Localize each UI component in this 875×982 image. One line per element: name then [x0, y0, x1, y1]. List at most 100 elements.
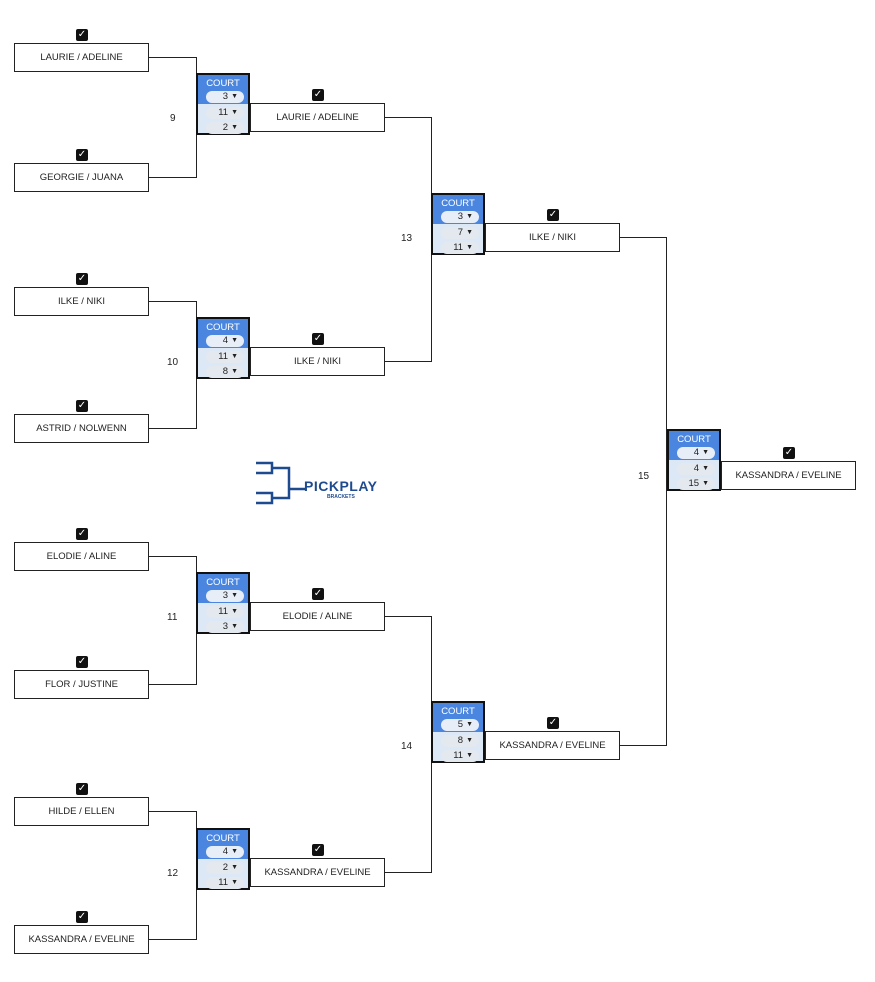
court-select-value: 4	[222, 846, 229, 857]
chevron-down-icon: ▼	[231, 353, 238, 360]
checkbox-checked-icon[interactable]: ✓	[76, 911, 88, 923]
chevron-down-icon: ▼	[466, 229, 473, 236]
chevron-down-icon: ▼	[231, 124, 238, 131]
chevron-down-icon: ▼	[702, 449, 709, 456]
score1-select[interactable]: 2▼	[206, 862, 244, 874]
court-label: COURT	[441, 198, 475, 209]
team-entry-round1[interactable]: ASTRID / NOLWENN	[14, 414, 149, 443]
match-number: 12	[167, 868, 179, 879]
court-label: COURT	[206, 577, 240, 588]
court-select[interactable]: 3▼	[441, 211, 479, 223]
score2-select-value: 11	[453, 750, 464, 761]
score1-select[interactable]: 4▼	[677, 463, 715, 475]
checkbox-checked-icon[interactable]: ✓	[547, 209, 559, 221]
score2-select-value: 11	[453, 242, 464, 253]
court-label: COURT	[206, 322, 240, 333]
court-select[interactable]: 4▼	[206, 335, 244, 347]
score2-select[interactable]: 8▼	[206, 366, 244, 378]
score2-select[interactable]: 11▼	[206, 877, 244, 889]
chevron-down-icon: ▼	[231, 848, 238, 855]
court-select[interactable]: 4▼	[206, 846, 244, 858]
team-entry-round2[interactable]: LAURIE / ADELINE	[250, 103, 385, 132]
chevron-down-icon: ▼	[702, 480, 709, 487]
team-entry-round1[interactable]: ILKE / NIKI	[14, 287, 149, 316]
team-entry-round1[interactable]: ELODIE / ALINE	[14, 542, 149, 571]
logo-subtitle: BRACKETS	[327, 494, 355, 500]
score1-select-value: 11	[218, 351, 229, 362]
match-number: 10	[167, 357, 179, 368]
checkbox-checked-icon[interactable]: ✓	[312, 333, 324, 345]
court-select[interactable]: 3▼	[206, 91, 244, 103]
match-number: 11	[167, 612, 178, 623]
team-entry-round1[interactable]: LAURIE / ADELINE	[14, 43, 149, 72]
checkbox-checked-icon[interactable]: ✓	[312, 844, 324, 856]
chevron-down-icon: ▼	[231, 368, 238, 375]
score2-select-value: 3	[222, 621, 229, 632]
connector-line	[384, 361, 432, 362]
score1-select[interactable]: 11▼	[206, 606, 244, 618]
chevron-down-icon: ▼	[466, 737, 473, 744]
connector-line	[384, 616, 432, 617]
score2-select[interactable]: 3▼	[206, 621, 244, 633]
court-label: COURT	[206, 833, 240, 844]
court-select-value: 5	[457, 719, 464, 730]
court-select[interactable]: 4▼	[677, 447, 715, 459]
court-select-value: 4	[222, 335, 229, 346]
chevron-down-icon: ▼	[231, 623, 238, 630]
checkbox-checked-icon[interactable]: ✓	[76, 29, 88, 41]
score2-select[interactable]: 2▼	[206, 122, 244, 134]
score1-select[interactable]: 8▼	[441, 735, 479, 747]
team-entry-champion[interactable]: KASSANDRA / EVELINE	[721, 461, 856, 490]
court-select-value: 4	[693, 447, 700, 458]
score2-select[interactable]: 15▼	[677, 478, 715, 490]
team-entry-round1[interactable]: KASSANDRA / EVELINE	[14, 925, 149, 954]
connector-line	[149, 301, 196, 302]
checkbox-checked-icon[interactable]: ✓	[312, 588, 324, 600]
chevron-down-icon: ▼	[231, 93, 238, 100]
team-entry-round1[interactable]: FLOR / JUSTINE	[14, 670, 149, 699]
score1-select-value: 2	[222, 862, 229, 873]
chevron-down-icon: ▼	[231, 864, 238, 871]
chevron-down-icon: ▼	[231, 592, 238, 599]
match-number: 9	[170, 113, 176, 124]
connector-line	[619, 237, 667, 238]
court-select[interactable]: 3▼	[206, 590, 244, 602]
checkbox-checked-icon[interactable]: ✓	[547, 717, 559, 729]
chevron-down-icon: ▼	[231, 879, 238, 886]
checkbox-checked-icon[interactable]: ✓	[76, 528, 88, 540]
connector-line	[149, 556, 196, 557]
connector-line	[666, 237, 667, 746]
connector-line	[149, 177, 196, 178]
chevron-down-icon: ▼	[466, 721, 473, 728]
team-entry-round3[interactable]: ILKE / NIKI	[485, 223, 620, 252]
checkbox-checked-icon[interactable]: ✓	[312, 89, 324, 101]
checkbox-checked-icon[interactable]: ✓	[76, 400, 88, 412]
checkbox-checked-icon[interactable]: ✓	[76, 149, 88, 161]
score2-select[interactable]: 11▼	[441, 750, 479, 762]
team-entry-round2[interactable]: ILKE / NIKI	[250, 347, 385, 376]
team-entry-round1[interactable]: GEORGIE / JUANA	[14, 163, 149, 192]
checkbox-checked-icon[interactable]: ✓	[76, 656, 88, 668]
court-select[interactable]: 5▼	[441, 719, 479, 731]
checkbox-checked-icon[interactable]: ✓	[76, 273, 88, 285]
score1-select[interactable]: 11▼	[206, 351, 244, 363]
team-entry-round2[interactable]: ELODIE / ALINE	[250, 602, 385, 631]
team-entry-round1[interactable]: HILDE / ELLEN	[14, 797, 149, 826]
logo-title: PICKPLAY	[304, 478, 378, 494]
court-select-value: 3	[222, 590, 229, 601]
chevron-down-icon: ▼	[231, 109, 238, 116]
chevron-down-icon: ▼	[466, 213, 473, 220]
team-entry-round3[interactable]: KASSANDRA / EVELINE	[485, 731, 620, 760]
team-entry-round2[interactable]: KASSANDRA / EVELINE	[250, 858, 385, 887]
score2-select[interactable]: 11▼	[441, 242, 479, 254]
checkbox-checked-icon[interactable]: ✓	[783, 447, 795, 459]
score1-select[interactable]: 11▼	[206, 107, 244, 119]
checkbox-checked-icon[interactable]: ✓	[76, 783, 88, 795]
chevron-down-icon: ▼	[231, 608, 238, 615]
score1-select[interactable]: 7▼	[441, 227, 479, 239]
chevron-down-icon: ▼	[466, 752, 473, 759]
